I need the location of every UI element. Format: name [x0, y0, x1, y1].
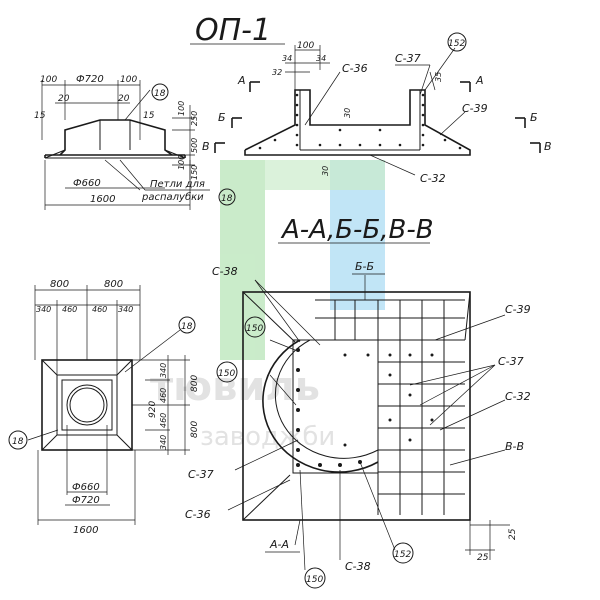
dim-text: 460	[159, 413, 168, 428]
dim-text: 32	[272, 68, 282, 77]
dim-text: 460	[92, 305, 107, 314]
callout-circle	[151, 83, 169, 101]
label-c32: С-32	[505, 390, 531, 403]
label-c39: С-39	[462, 102, 488, 115]
label-c36: С-36	[185, 508, 211, 521]
dim-text: 800	[50, 279, 69, 290]
callout-text: 18	[181, 322, 193, 332]
label-c36: С-36	[342, 62, 368, 75]
drawing-title: ОП-1	[195, 13, 271, 48]
dim-text: 30	[343, 108, 352, 118]
dim-text: 34	[316, 54, 326, 63]
dim-text: Ф720	[72, 495, 100, 506]
dim-text: 30	[321, 166, 330, 176]
dim-text: 100	[177, 101, 186, 116]
dim-text: Ф720	[76, 74, 104, 85]
dim-text: 340	[36, 305, 51, 314]
plan-view	[27, 285, 190, 525]
reinforcement-plan	[227, 275, 510, 571]
label-c37: С-37	[395, 52, 421, 65]
dim-text: Ф660	[72, 482, 100, 493]
label-c37: С-37	[188, 468, 214, 481]
label-bb: Б-Б	[355, 260, 374, 273]
dim-text: 25	[477, 553, 489, 563]
dim-text: 340	[159, 363, 168, 378]
callout-circle	[178, 316, 196, 334]
dim-text: Ф660	[73, 178, 101, 189]
dim-text: 25	[508, 528, 518, 540]
cut-label: Б	[218, 111, 226, 124]
callout-text: 150	[246, 324, 263, 334]
dim-text: 100	[297, 41, 314, 51]
dim-text: 150	[190, 165, 199, 180]
callout-circle	[244, 316, 266, 338]
callout-text: 152	[448, 39, 465, 49]
label-aa: А-А	[269, 538, 289, 551]
dim-text: 500	[190, 138, 199, 153]
callout-circle	[447, 32, 467, 52]
callout-text: 18	[221, 194, 233, 204]
cut-label: А	[237, 74, 246, 87]
callout-circle	[392, 542, 414, 564]
callout-text: 18	[12, 437, 24, 447]
dim-text: 100	[40, 75, 57, 85]
dim-text: 340	[118, 305, 133, 314]
side-elevation-view	[41, 80, 210, 210]
dim-text: 250	[190, 111, 199, 126]
dim-text: 1600	[73, 525, 98, 536]
dim-text: 460	[159, 388, 168, 403]
callout-text: 150	[306, 575, 323, 585]
dim-text: 34	[282, 54, 292, 63]
callout-text: 150	[218, 369, 235, 379]
callout-circle	[8, 430, 28, 450]
watermark-text-1: тювиль	[150, 364, 320, 410]
rebar-dots-plan	[296, 348, 434, 467]
callout-circle	[218, 188, 236, 206]
cut-label: В	[544, 140, 552, 153]
annotation-text: распалубки	[141, 191, 204, 203]
dim-text: 800	[190, 421, 200, 438]
cut-label: Б	[530, 111, 538, 124]
dim-text: 1600	[90, 194, 115, 205]
watermark-logo	[220, 160, 385, 360]
rebar-dots	[258, 93, 462, 150]
label-c37: С-37	[498, 355, 524, 368]
dim-text: 800	[104, 279, 123, 290]
cut-label: А	[475, 74, 484, 87]
dim-text: 100	[120, 75, 137, 85]
label-c39: С-39	[505, 303, 531, 316]
dim-text: 15	[143, 111, 155, 121]
dim-text: 800	[190, 375, 200, 392]
dim-text: 20	[58, 94, 70, 104]
callout-text: 152	[394, 550, 411, 560]
cut-label: В	[202, 140, 210, 153]
callout-circle	[216, 361, 238, 383]
dim-text: 100	[177, 155, 186, 170]
rebar-grid	[315, 299, 465, 515]
annotation-text: Петли для	[150, 179, 205, 190]
dim-text: 340	[159, 435, 168, 450]
dim-text: 920	[148, 401, 158, 418]
section-title: А-А,Б-Б,В-В	[280, 215, 434, 245]
label-c32: С-32	[420, 172, 446, 185]
dim-text: 20	[118, 94, 130, 104]
label-vv: В-В	[505, 440, 524, 453]
dim-text: 15	[34, 111, 46, 121]
callout-text: 18	[154, 89, 166, 99]
section-view	[214, 45, 541, 176]
dim-text: 35	[434, 72, 443, 82]
label-c38: С-38	[212, 265, 238, 278]
label-c38: С-38	[345, 560, 371, 573]
dim-text: 460	[62, 305, 77, 314]
callout-circle	[304, 567, 326, 589]
